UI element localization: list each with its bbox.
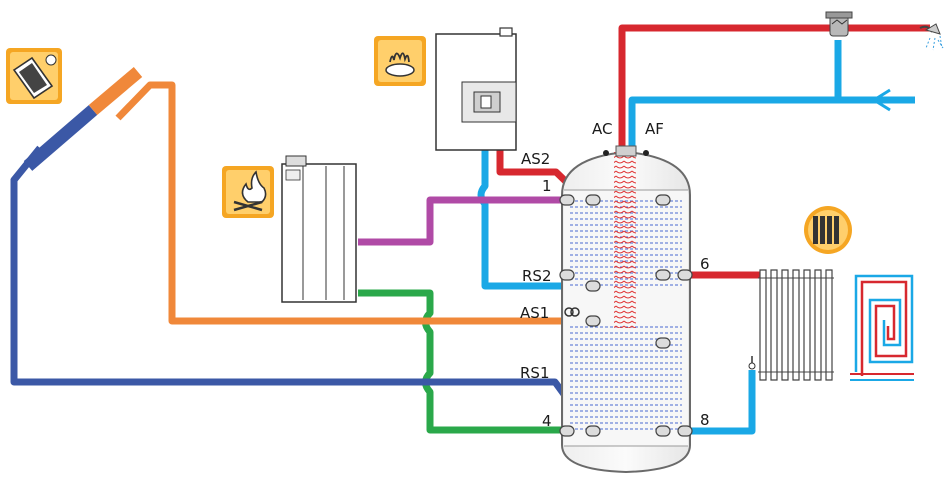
label-ac: AC: [592, 120, 612, 138]
label-as2: AS2: [521, 150, 550, 168]
gas-boiler-return-pipe: [477, 148, 593, 290]
radiator-icon: [804, 206, 852, 254]
solar-panel-icon: [6, 48, 62, 104]
gas-boiler: [435, 27, 517, 151]
sensor-well: [564, 307, 574, 317]
wood-boiler-return-pipe: [358, 289, 593, 434]
cold-water-inlet-arrow: [871, 88, 891, 112]
solar-collector: [23, 105, 98, 171]
radiator: [748, 269, 834, 381]
wood-boiler: [281, 155, 357, 303]
radiator-return-pipe: [686, 370, 756, 435]
label-rs1: RS1: [520, 364, 550, 382]
label-port-8: 8: [700, 411, 710, 429]
label-port-6: 6: [700, 255, 710, 273]
underfloor-heating-loop: [850, 274, 914, 381]
gas-flame-icon: [374, 36, 426, 86]
label-port-1: 1: [542, 177, 552, 195]
solar-collector-hot-section: [88, 67, 143, 115]
solar-flow-pipe: [115, 81, 593, 325]
wood-fire-icon: [222, 166, 274, 218]
label-rs2: RS2: [522, 267, 552, 285]
cold-water-pipe: [628, 40, 915, 148]
shower-icon: [919, 23, 944, 51]
label-port-4: 4: [542, 412, 552, 430]
mixing-valve-icon: [825, 11, 853, 37]
storage-tank: [559, 145, 693, 474]
hot-water-pipe: [618, 24, 930, 148]
dhw-coil: [614, 152, 636, 328]
label-as1: AS1: [520, 304, 549, 322]
label-af: AF: [645, 120, 664, 138]
wood-boiler-flow-pipe: [358, 196, 593, 246]
